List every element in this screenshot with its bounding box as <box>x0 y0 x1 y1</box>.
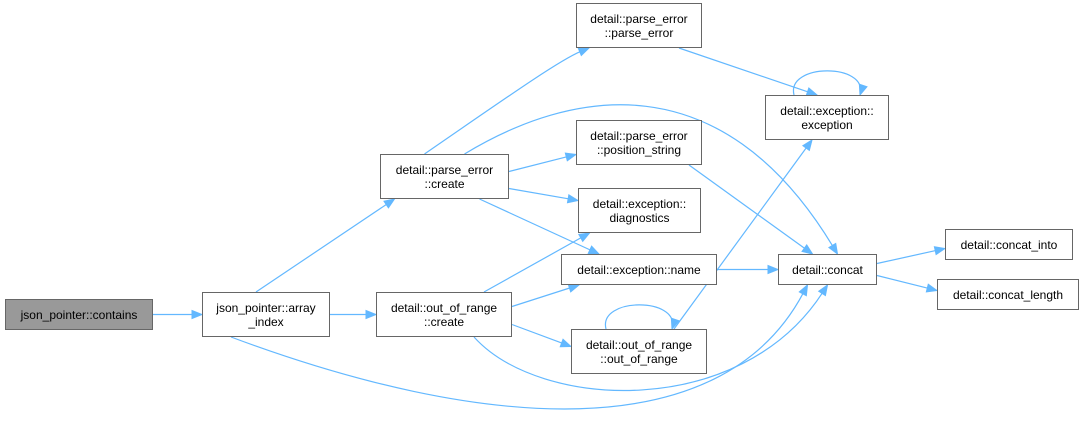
edge-concat-to-concat_into <box>876 246 947 265</box>
node-label: ::parse_error <box>604 25 674 40</box>
edge-oor_create-to-oor_oor <box>511 323 573 348</box>
node-out-of-range-out-of-range[interactable]: detail::out_of_range ::out_of_range <box>571 329 707 374</box>
node-label: detail::parse_error <box>590 128 688 143</box>
node-out-of-range-create[interactable]: detail::out_of_range ::create <box>376 292 512 337</box>
node-label: detail::exception:: <box>592 196 687 211</box>
node-concat-length[interactable]: detail::concat_length <box>937 279 1079 310</box>
edge-pe_create-to-exc_name <box>479 198 601 255</box>
node-label: detail::out_of_range <box>390 300 498 315</box>
edge-pe_position_string-to-concat <box>688 164 814 255</box>
edge-oor_create-to-exc_diagnostics <box>483 232 591 293</box>
node-concat[interactable]: detail::concat <box>778 254 877 285</box>
edge-pe_create-to-exc_diagnostics <box>508 187 580 204</box>
node-exception-name[interactable]: detail::exception::name <box>561 254 717 285</box>
node-label: detail::exception::name <box>577 262 701 277</box>
node-json-pointer-array-index[interactable]: json_pointer::array _index <box>202 292 330 337</box>
edge-pe_create-to-pe_position_string <box>508 152 578 173</box>
node-label: detail::concat_length <box>952 287 1064 302</box>
edge-pe_parse_error-to-exc_exception <box>678 47 819 97</box>
node-label: detail::parse_error <box>590 11 688 26</box>
edge-concat-to-concat_length <box>876 274 939 293</box>
edge-contains-to-array_index <box>153 309 204 320</box>
edge-exc_name-to-concat <box>717 264 780 275</box>
edge-array_index-to-concat <box>230 283 809 410</box>
edge-array_index-to-pe_create <box>255 198 396 293</box>
node-parse-error-position-string[interactable]: detail::parse_error ::position_string <box>576 120 702 165</box>
edge-oor_oor-to-exc_exception <box>673 138 813 330</box>
edge-pe_create-to-pe_parse_error <box>424 47 591 155</box>
node-label: ::create <box>424 176 465 191</box>
node-label: json_pointer::contains <box>20 307 138 322</box>
node-exception-diagnostics[interactable]: detail::exception:: diagnostics <box>578 188 701 233</box>
node-label: ::position_string <box>596 142 682 157</box>
edge-oor_create-to-exc_name <box>511 283 581 308</box>
node-label: detail::concat_into <box>960 237 1058 252</box>
edge-array_index-to-oor_create <box>330 309 378 320</box>
node-label: ::out_of_range <box>600 351 678 366</box>
edge-exc_exception-to-exc_exception <box>793 70 868 97</box>
node-label: detail::exception:: <box>780 103 874 118</box>
node-label: ::create <box>423 314 465 329</box>
node-json-pointer-contains: json_pointer::contains <box>5 299 153 330</box>
node-label: json_pointer::array <box>216 300 316 315</box>
edge-oor_oor-to-oor_oor <box>605 304 680 331</box>
node-label: exception <box>801 117 853 132</box>
node-label: diagnostics <box>609 210 670 225</box>
node-label: detail::concat <box>792 262 863 277</box>
node-exception-exception[interactable]: detail::exception:: exception <box>765 95 889 140</box>
node-parse-error-create[interactable]: detail::parse_error ::create <box>380 154 509 199</box>
node-concat-into[interactable]: detail::concat_into <box>945 229 1073 260</box>
node-parse-error-parse-error[interactable]: detail::parse_error ::parse_error <box>576 3 702 48</box>
edge-oor_create-to-concat <box>473 283 829 392</box>
node-label: detail::out_of_range <box>585 337 693 352</box>
node-label: detail::parse_error <box>395 162 494 177</box>
edge-pe_create-to-concat <box>464 104 839 256</box>
node-label: _index <box>248 314 284 329</box>
